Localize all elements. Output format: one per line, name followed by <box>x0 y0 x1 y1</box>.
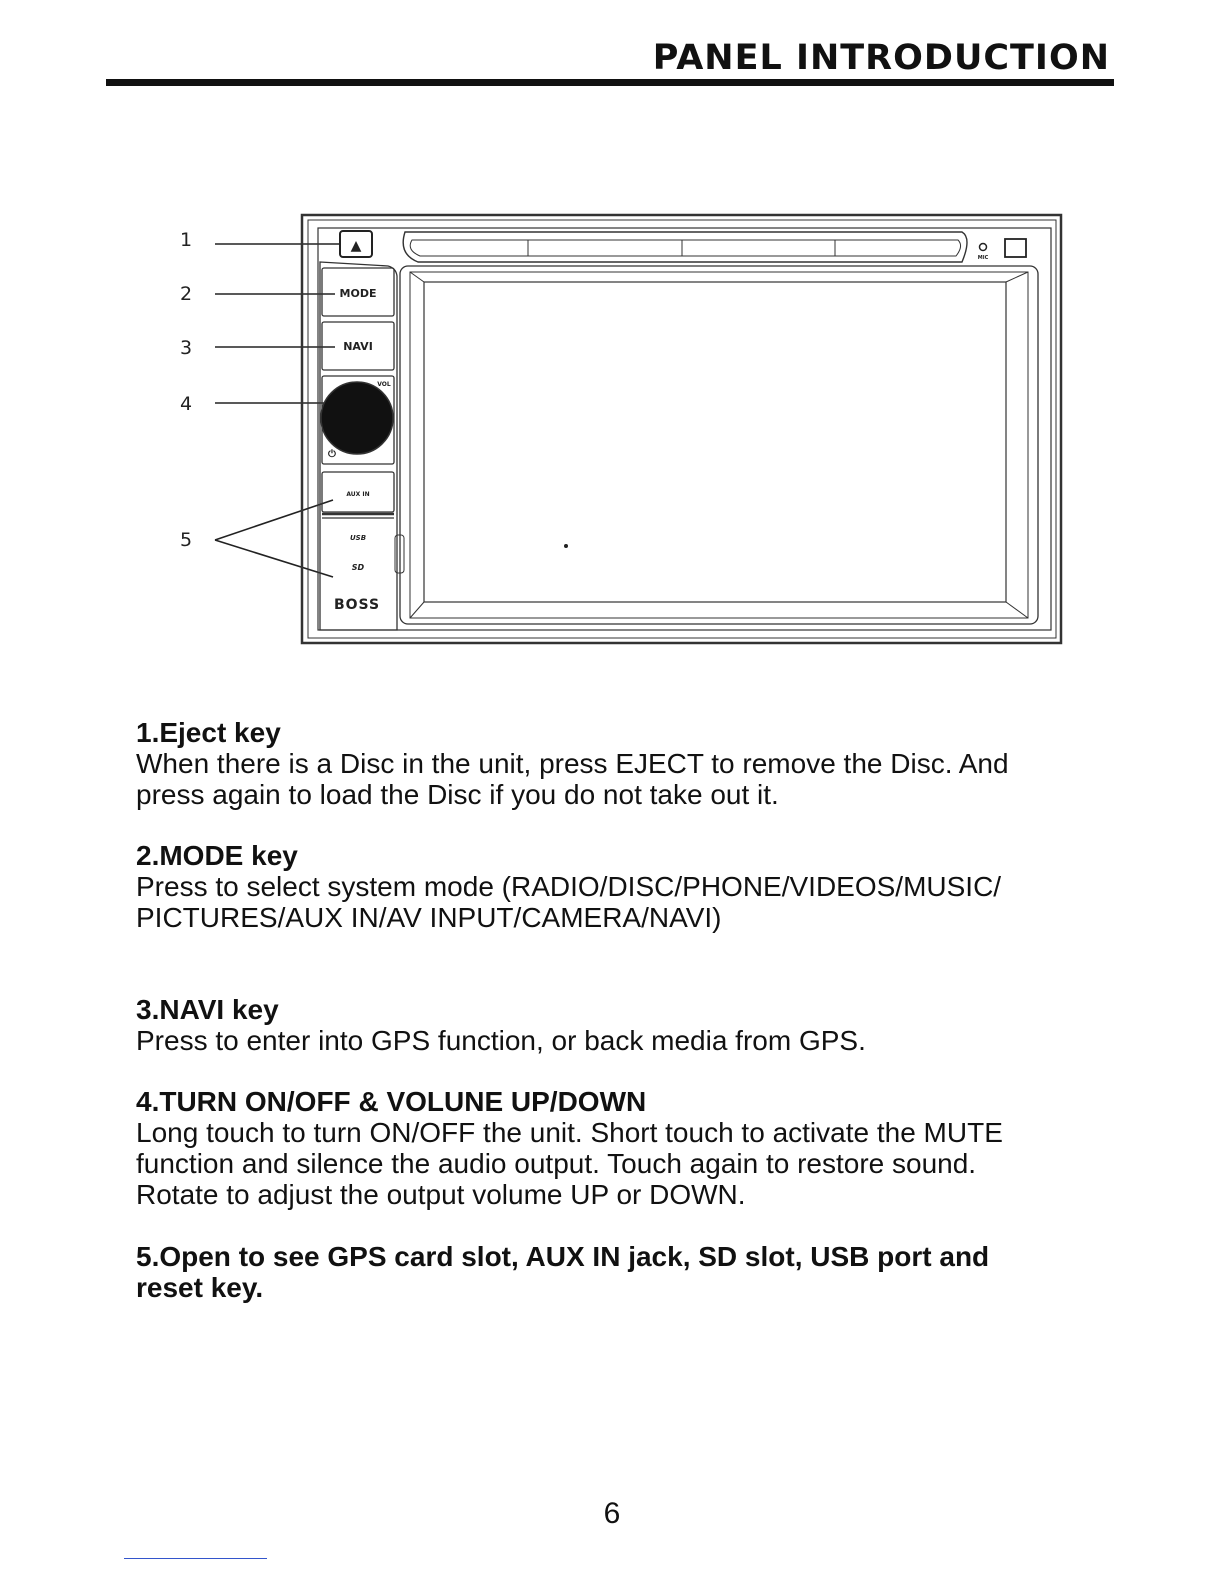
eject-button[interactable] <box>339 230 373 258</box>
mic-icon <box>978 242 988 252</box>
section-eject-key: 1.Eject key When there is a Disc in the … <box>136 717 1116 810</box>
power-icon: ⏻ <box>328 448 336 460</box>
aux-in-label: AUX IN <box>346 491 369 498</box>
sd-slot-label: SD <box>352 563 365 572</box>
disc-slot <box>402 231 968 263</box>
section-navi-key: 3.NAVI key Press to enter into GPS funct… <box>136 994 1116 1056</box>
callout-leader-lines <box>214 243 345 578</box>
section-line: When there is a Disc in the unit, press … <box>136 748 1009 779</box>
eject-icon: ▲ <box>351 238 362 254</box>
callout-4: 4 <box>180 393 192 415</box>
screen-speck <box>564 544 568 548</box>
section-heading-continued: reset key. <box>136 1272 264 1303</box>
callout-1: 1 <box>180 229 192 251</box>
ir-sensor-window <box>1004 238 1027 258</box>
left-control-column <box>319 261 398 631</box>
section-heading: 3.NAVI key <box>136 994 279 1025</box>
mode-button-label: MODE <box>340 287 377 300</box>
head-unit-housing <box>300 213 1063 645</box>
footer-link-underline <box>124 1558 267 1559</box>
section-mode-key: 2.MODE key Press to select system mode (… <box>136 840 1116 933</box>
section-line: Rotate to adjust the output volume UP or… <box>136 1179 746 1210</box>
page-number: 6 <box>603 1497 621 1530</box>
section-line: function and silence the audio output. T… <box>136 1148 977 1179</box>
section-heading: 5.Open to see GPS card slot, AUX IN jack… <box>136 1241 990 1272</box>
callout-2: 2 <box>180 283 192 305</box>
section-heading: 2.MODE key <box>136 840 298 871</box>
mic-label: MIC <box>978 255 989 261</box>
panel-diagram: 1 2 3 4 5 ▲ MODE NAVI VOL ⏻ AUX IN <box>180 213 1063 645</box>
section-power-volume: 4.TURN ON/OFF & VOLUNE UP/DOWN Long touc… <box>136 1086 1116 1210</box>
navi-button-label: NAVI <box>343 340 373 353</box>
vol-label: VOL <box>377 381 391 388</box>
section-line: Press to select system mode (RADIO/DISC/… <box>136 871 1002 902</box>
brand-logo: BOSS <box>334 597 380 613</box>
title-divider <box>106 79 1114 86</box>
section-open-panel: 5.Open to see GPS card slot, AUX IN jack… <box>136 1241 1116 1303</box>
callout-3: 3 <box>180 337 192 359</box>
touch-screen <box>394 265 1039 625</box>
section-heading: 4.TURN ON/OFF & VOLUNE UP/DOWN <box>136 1086 647 1117</box>
section-heading: 1.Eject key <box>136 717 281 748</box>
section-line: PICTURES/AUX IN/AV INPUT/CAMERA/NAVI) <box>136 902 722 933</box>
page-title: PANEL INTRODUCTION <box>652 38 1110 78</box>
callout-5: 5 <box>180 529 192 551</box>
volume-knob[interactable] <box>320 381 394 455</box>
section-line: press again to load the Disc if you do n… <box>136 779 779 810</box>
usb-port-label: USB <box>350 534 366 542</box>
section-line: Press to enter into GPS function, or bac… <box>136 1025 866 1056</box>
section-line: Long touch to turn ON/OFF the unit. Shor… <box>136 1117 1003 1148</box>
